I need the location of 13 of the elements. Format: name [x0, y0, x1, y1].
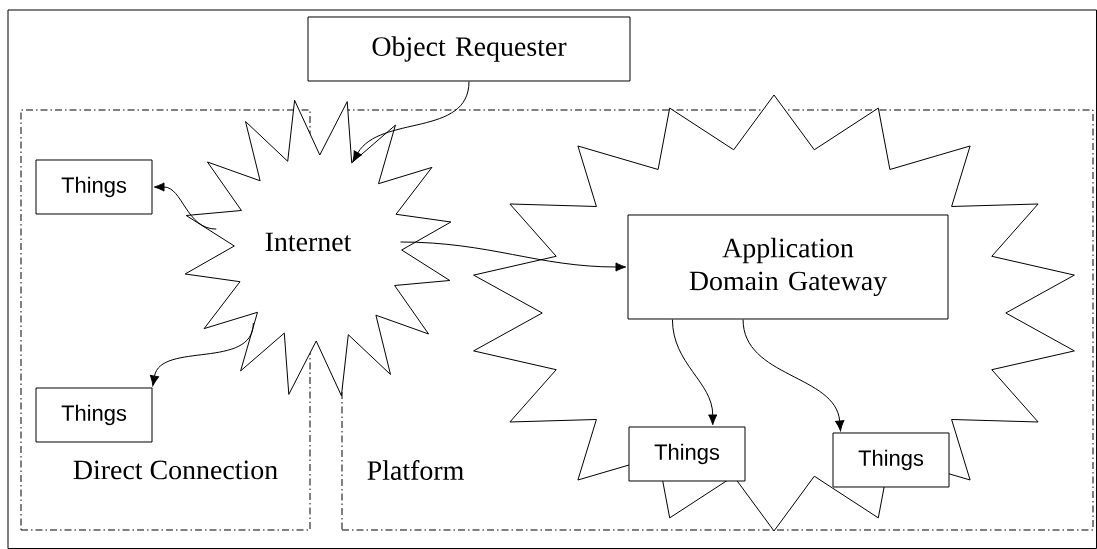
arrow: [352, 81, 470, 162]
process-box: Things: [35, 387, 153, 443]
arrow: [153, 182, 217, 230]
arrow: [671, 319, 718, 426]
arrow: [742, 319, 845, 432]
process-box: Object Requester: [307, 16, 631, 82]
process-box: Things: [628, 426, 746, 482]
process-box: Things: [832, 432, 950, 488]
process-box: Application Domain Gateway: [627, 214, 949, 320]
arrow: [400, 241, 627, 272]
arrow: [150, 322, 254, 387]
process-box: Things: [35, 159, 153, 215]
starburst: Internet: [184, 99, 452, 397]
